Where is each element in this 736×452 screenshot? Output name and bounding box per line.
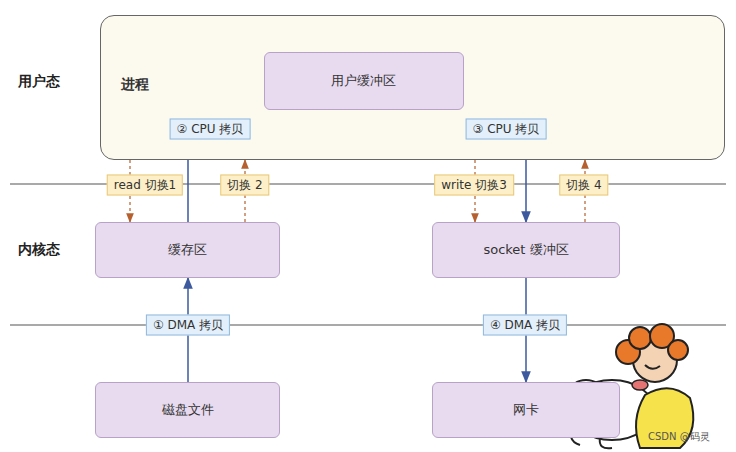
copy-label: ② CPU 拷贝	[170, 119, 251, 140]
page-cache-box: 缓存区	[95, 222, 280, 278]
node-text: 用户缓冲区	[331, 72, 396, 90]
hardware-boundary-line	[10, 324, 726, 325]
node-text: 网卡	[513, 401, 539, 419]
mode-label: 用户态	[18, 73, 60, 91]
user-buffer-box: 用户缓冲区	[264, 52, 464, 110]
socket-buffer-box: socket 缓冲区	[432, 222, 620, 278]
switch-label: 切换 2	[220, 175, 269, 196]
mode-label: 内核态	[18, 241, 60, 259]
copy-label: ④ DMA 拷贝	[483, 315, 567, 336]
node-text: socket 缓冲区	[483, 241, 568, 259]
switch-label: write 切换3	[434, 175, 514, 196]
switch-label: read 切换1	[107, 175, 183, 196]
copy-label: ① DMA 拷贝	[146, 315, 230, 336]
copy-label: ③ CPU 拷贝	[466, 119, 547, 140]
watermark: CSDN @码灵	[648, 430, 710, 444]
node-text: 缓存区	[168, 241, 207, 259]
nic-box: 网卡	[432, 382, 620, 438]
node-text: 进程	[121, 76, 149, 94]
disk-file-box: 磁盘文件	[95, 382, 280, 438]
node-text: 磁盘文件	[162, 401, 214, 419]
switch-label: 切换 4	[559, 175, 608, 196]
